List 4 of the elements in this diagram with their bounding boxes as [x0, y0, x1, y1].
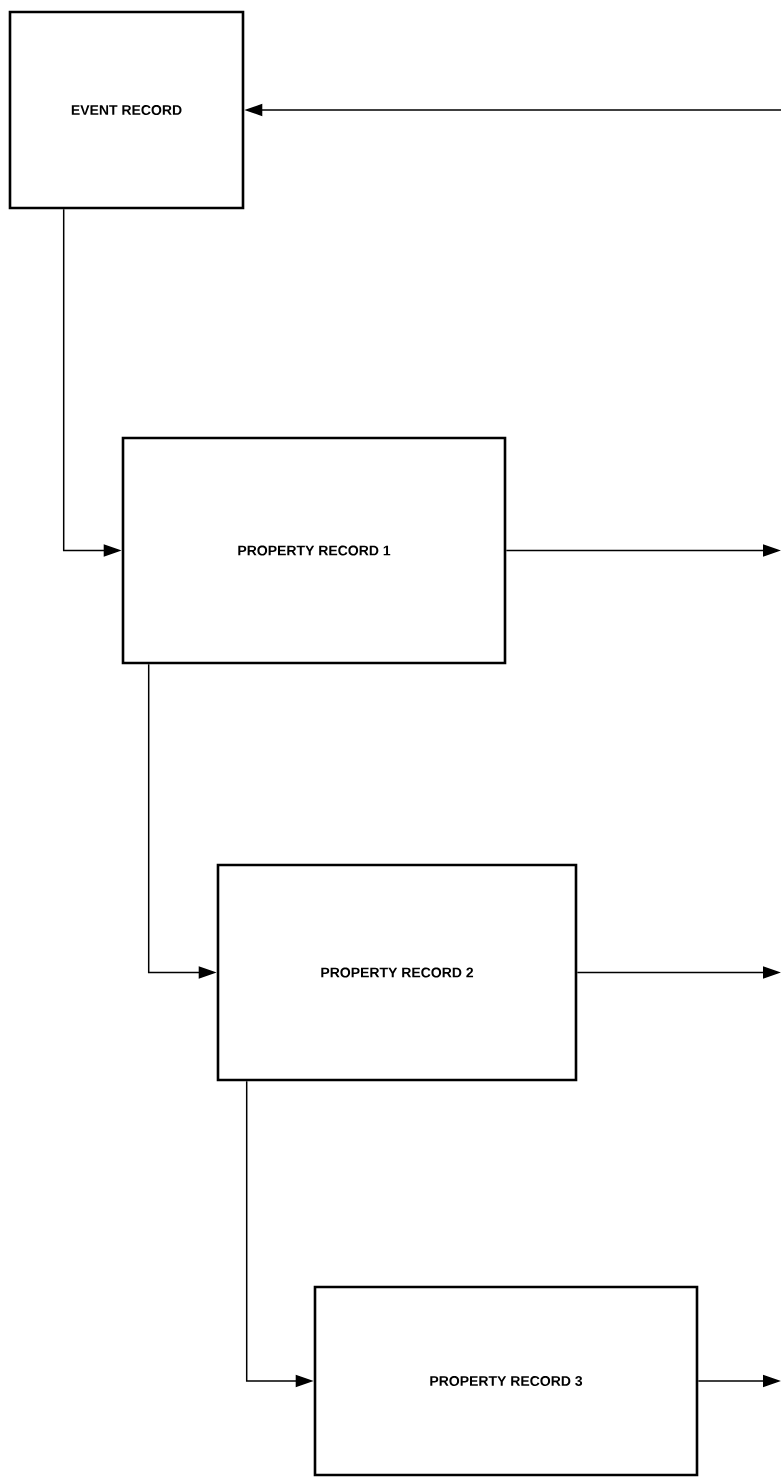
- record-box: PROPERTY RECORD 2: [216, 863, 578, 1082]
- record-box: PROPERTY RECORD 3: [313, 1285, 699, 1477]
- record-box: PROPERTY RECORD 1: [121, 436, 507, 665]
- record-box: EVENT RECORD: [8, 10, 245, 210]
